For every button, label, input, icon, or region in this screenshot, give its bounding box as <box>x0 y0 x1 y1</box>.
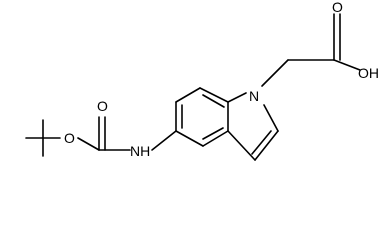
bond-c2-c3-inner <box>251 130 272 155</box>
bond-c7a-n1 <box>227 92 247 103</box>
label-o-acid-carbonyl: O <box>332 0 343 15</box>
bond-benz-c7-c7a-inner <box>202 94 225 108</box>
bond-c3-c3a <box>227 130 256 161</box>
bond-o-carbonyl-c <box>77 137 100 151</box>
label-o-carbamate-ester: O <box>64 130 75 146</box>
bond-benz-c6-c7 <box>175 87 201 103</box>
structure-diagram: O O NH N O OH <box>25 0 379 161</box>
bond-benz-c3a-c4 <box>202 130 229 147</box>
bond-acid-c-oh <box>333 59 361 71</box>
label-n-indole: N <box>249 88 259 104</box>
bond-benz-c7-c7a <box>199 87 229 103</box>
bond-nh-ring <box>151 130 177 151</box>
bond-n1-ch2 <box>261 59 289 87</box>
label-o-carbamate-carbonyl: O <box>97 98 108 114</box>
bond-benz-c4-c5 <box>175 130 204 147</box>
bond-c2-c3 <box>254 130 279 161</box>
molecule-drawing: O O NH N O OH <box>25 0 379 161</box>
bond-benz-c3a-c4-inner <box>202 127 224 140</box>
label-oh-acid: OH <box>358 65 379 81</box>
label-nh-carbamate: NH <box>130 143 150 159</box>
bond-n1-c2 <box>263 104 279 132</box>
